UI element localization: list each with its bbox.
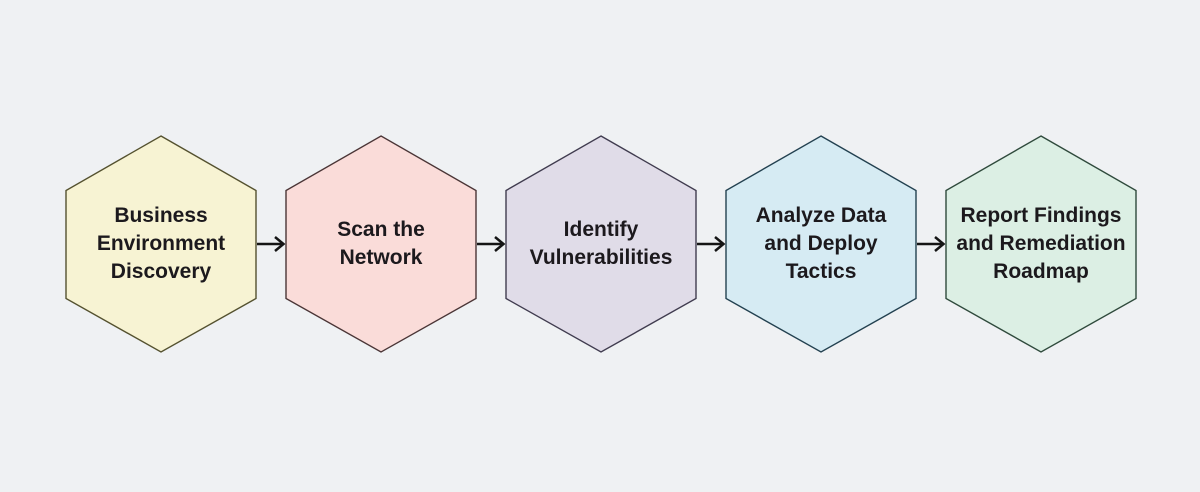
hexagon-polygon <box>726 136 916 352</box>
hexagon-polygon <box>286 136 476 352</box>
hexagon-shape <box>505 135 697 353</box>
node-scan-the-network: Scan the Network <box>285 135 477 353</box>
label-line: Scan the <box>337 218 425 241</box>
flow-arrow-icon <box>915 232 947 256</box>
node-label: Identify Vulnerabilities <box>505 135 697 353</box>
node-label: Business Environment Discovery <box>65 135 257 353</box>
label-line: Vulnerabilities <box>529 246 673 269</box>
label-line: Report Findings <box>960 204 1122 227</box>
label-line: Environment <box>96 232 226 255</box>
flow-arrow-icon <box>255 232 287 256</box>
label-line: and Deploy <box>764 232 878 255</box>
label-line: and Remediation <box>956 232 1126 255</box>
arrow-head <box>274 236 286 252</box>
hexagon-border <box>285 135 477 353</box>
hexagon-border <box>945 135 1137 353</box>
flow-arrow-icon <box>475 232 507 256</box>
label-line: Discovery <box>110 260 212 283</box>
hexagon-shape <box>945 135 1137 353</box>
flow-arrow-icon <box>695 232 727 256</box>
label-line: Identify <box>563 218 639 241</box>
hexagon-shape <box>65 135 257 353</box>
node-business-environment-discovery: Business Environment Discovery <box>65 135 257 353</box>
node-analyze-data-and-deploy-tactics: Analyze Data and Deploy Tactics <box>725 135 917 353</box>
hexagon-border <box>505 135 697 353</box>
label-line: Tactics <box>785 260 857 283</box>
arrow-head <box>494 236 506 252</box>
label-line: Network <box>339 246 423 269</box>
arrow-head <box>934 236 946 252</box>
label-line: Roadmap <box>993 260 1089 283</box>
hexagon-shape <box>285 135 477 353</box>
hexagon-polygon <box>506 136 696 352</box>
node-label: Report Findings and Remediation Roadmap <box>945 135 1137 353</box>
node-label: Analyze Data and Deploy Tactics <box>725 135 917 353</box>
node-label: Scan the Network <box>285 135 477 353</box>
label-line: Analyze Data <box>755 204 887 227</box>
arrow-head <box>714 236 726 252</box>
hexagon-shape <box>725 135 917 353</box>
hexagon-border <box>725 135 917 353</box>
hexagon-polygon <box>946 136 1136 352</box>
hexagon-polygon <box>66 136 256 352</box>
label-line: Business <box>114 204 208 227</box>
hexagon-border <box>65 135 257 353</box>
node-report-findings-and-remediation-roadmap: Report Findings and Remediation Roadmap <box>945 135 1137 353</box>
node-identify-vulnerabilities: Identify Vulnerabilities <box>505 135 697 353</box>
